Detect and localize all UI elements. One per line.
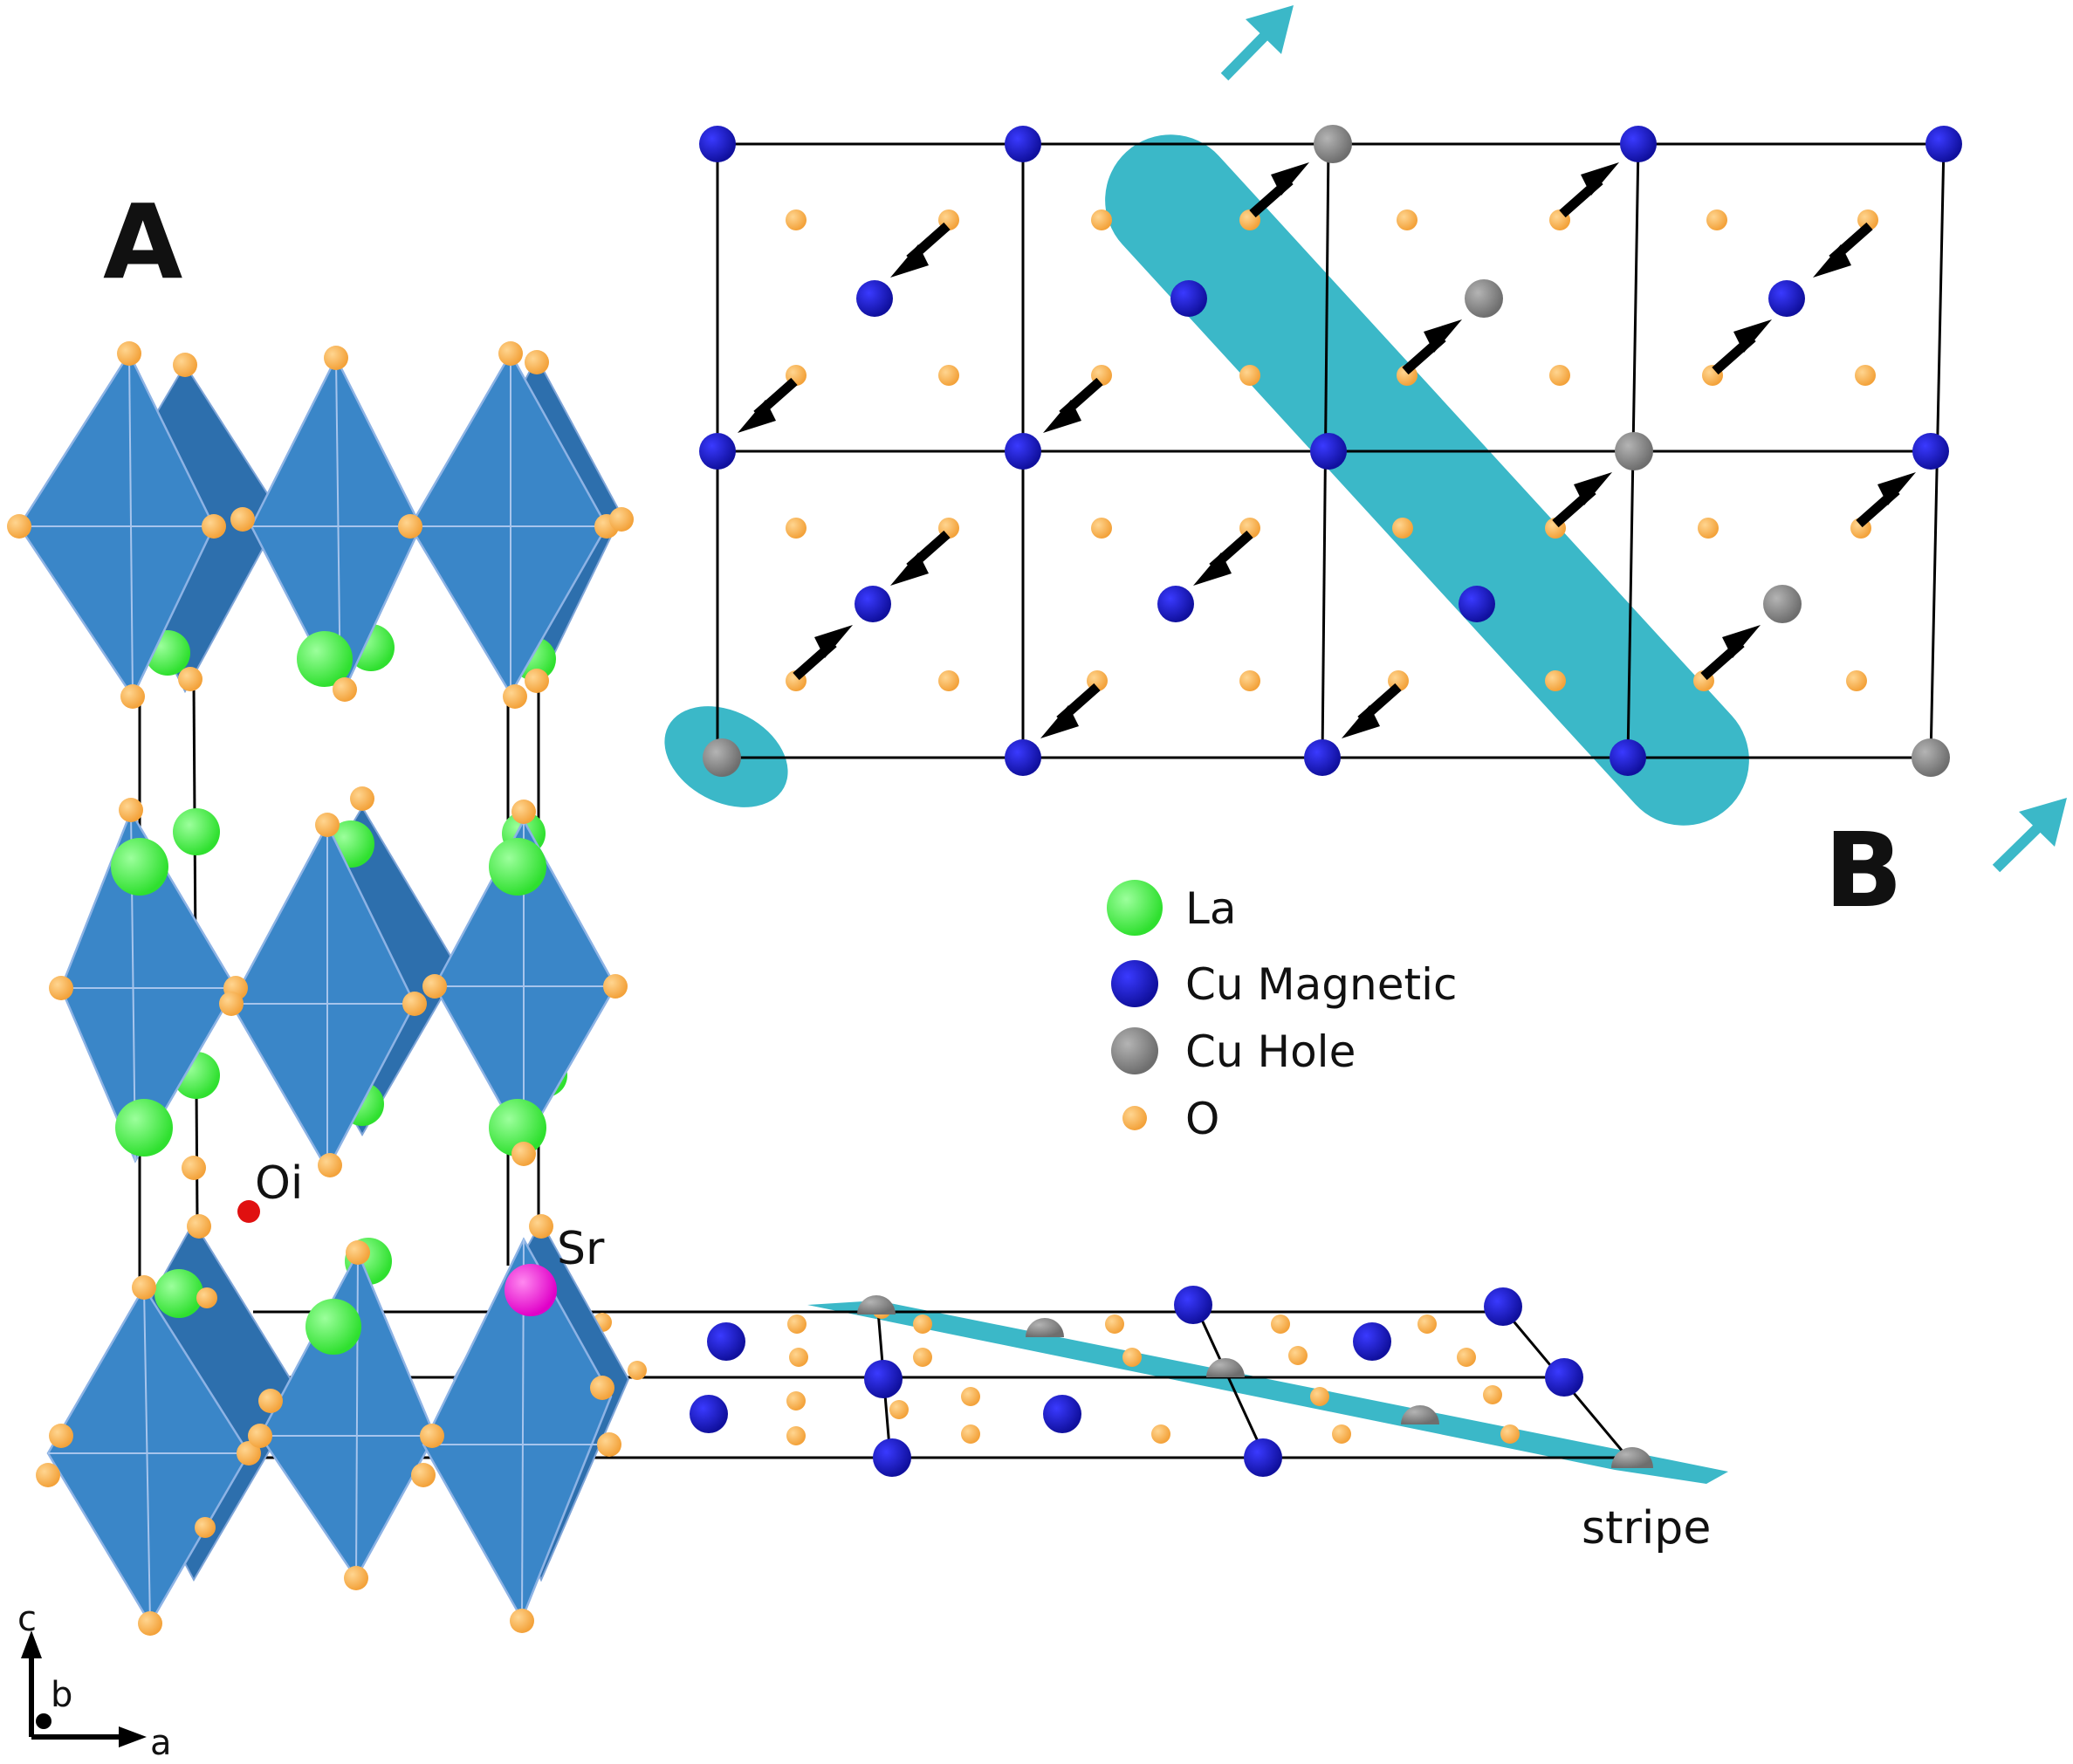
panel-b-letter: B	[1824, 810, 1903, 930]
legend-o-label: O	[1185, 1094, 1219, 1144]
panel-b-spin-arrows	[738, 162, 1916, 738]
lower-cuo2-plane	[253, 1286, 1728, 1484]
octahedra-front	[17, 351, 617, 1626]
panel-b-cu-magnetic-atoms	[699, 126, 1962, 776]
stripe-band-plane	[807, 1301, 1728, 1484]
legend-la-marker	[1107, 880, 1163, 936]
crystal-axes: c b a	[17, 1599, 172, 1763]
legend-cu-magnetic-label: Cu Magnetic	[1185, 959, 1457, 1010]
legend-cu-magnetic-marker	[1111, 960, 1158, 1007]
stripe-label: stripe	[1582, 1502, 1711, 1555]
b-axis-dot-icon	[36, 1713, 51, 1729]
oi-label: Oi	[255, 1157, 303, 1210]
stripe-direction-arrow-bottom	[1992, 798, 2067, 873]
sr-label: Sr	[557, 1223, 605, 1275]
axis-b-label: b	[51, 1675, 72, 1715]
la-atoms-front	[111, 631, 546, 1355]
octahedra-edges	[19, 353, 615, 1624]
panel-a: A	[7, 182, 1728, 1636]
legend: La Cu Magnetic Cu Hole O	[1107, 880, 1457, 1144]
panel-b-cu-hole-atoms	[703, 125, 1950, 777]
axis-c-label: c	[17, 1599, 37, 1639]
legend-la-label: La	[1185, 883, 1237, 934]
legend-o-marker	[1122, 1106, 1147, 1130]
axis-a-label: a	[150, 1723, 172, 1763]
legend-cu-hole-marker	[1111, 1027, 1158, 1074]
panel-b: B	[664, 5, 2067, 930]
c-axis-arrow-icon	[21, 1630, 42, 1658]
strontium-atom	[505, 1264, 557, 1316]
interstitial-oxygen-atom	[237, 1200, 260, 1223]
stripe-band-main	[1105, 134, 1749, 826]
panel-a-oxygen-atoms	[7, 341, 634, 1636]
stripe-direction-arrow-top	[1220, 5, 1294, 81]
legend-cu-hole-label: Cu Hole	[1185, 1026, 1356, 1077]
a-axis-arrow-icon	[119, 1726, 147, 1747]
panel-a-letter: A	[103, 182, 182, 302]
